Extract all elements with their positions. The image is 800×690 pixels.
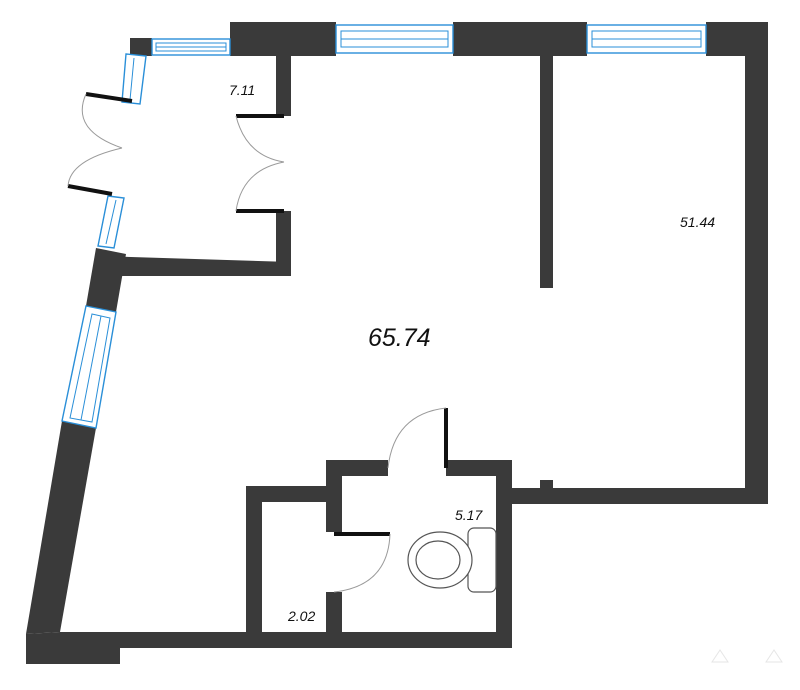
storage-door <box>333 532 391 593</box>
window-left-upper <box>121 53 147 105</box>
window-top-right <box>586 24 707 54</box>
wall-right <box>745 22 768 504</box>
wall-step-nub <box>540 480 553 490</box>
window-left-middle <box>97 195 125 249</box>
wall-storage-top <box>246 486 342 502</box>
wall-top-1 <box>230 22 336 56</box>
wall-partition-vertical <box>540 56 553 288</box>
vestibule-door <box>235 114 285 213</box>
wall-bottom <box>26 632 510 664</box>
watermark-marks <box>711 649 783 663</box>
window-top-small <box>151 38 231 56</box>
wall-left-pillar <box>86 248 126 312</box>
bathroom-door <box>387 407 448 469</box>
living-area-label: 51.44 <box>680 214 715 230</box>
storage-area-label: 2.02 <box>287 608 315 624</box>
toilet-seat <box>415 540 461 580</box>
window-top-middle <box>335 24 454 54</box>
doors <box>67 92 448 593</box>
toilet <box>407 527 497 593</box>
wall-storage-left <box>246 486 262 634</box>
wall-vestibule-bottom <box>100 256 291 276</box>
entrance-door <box>67 92 133 196</box>
wall-top-left-stub <box>130 38 152 56</box>
wall-top-2 <box>453 22 587 56</box>
wall-step-right <box>510 488 768 504</box>
wall-left-slanted <box>26 421 96 634</box>
wall-bathroom-top-right <box>446 460 512 476</box>
wall-bathroom-right <box>496 460 512 648</box>
walls <box>26 22 768 664</box>
wall-bathroom-left-bottom <box>326 592 342 634</box>
windows <box>61 24 707 429</box>
vestibule-area-label: 7.11 <box>229 82 255 98</box>
total-area-label: 65.74 <box>368 324 431 352</box>
window-left-lower <box>61 305 117 429</box>
bathroom-area-label: 5.17 <box>455 507 483 523</box>
wall-vestibule-right-bottom <box>276 211 291 276</box>
wall-vestibule-right-top <box>276 56 291 116</box>
